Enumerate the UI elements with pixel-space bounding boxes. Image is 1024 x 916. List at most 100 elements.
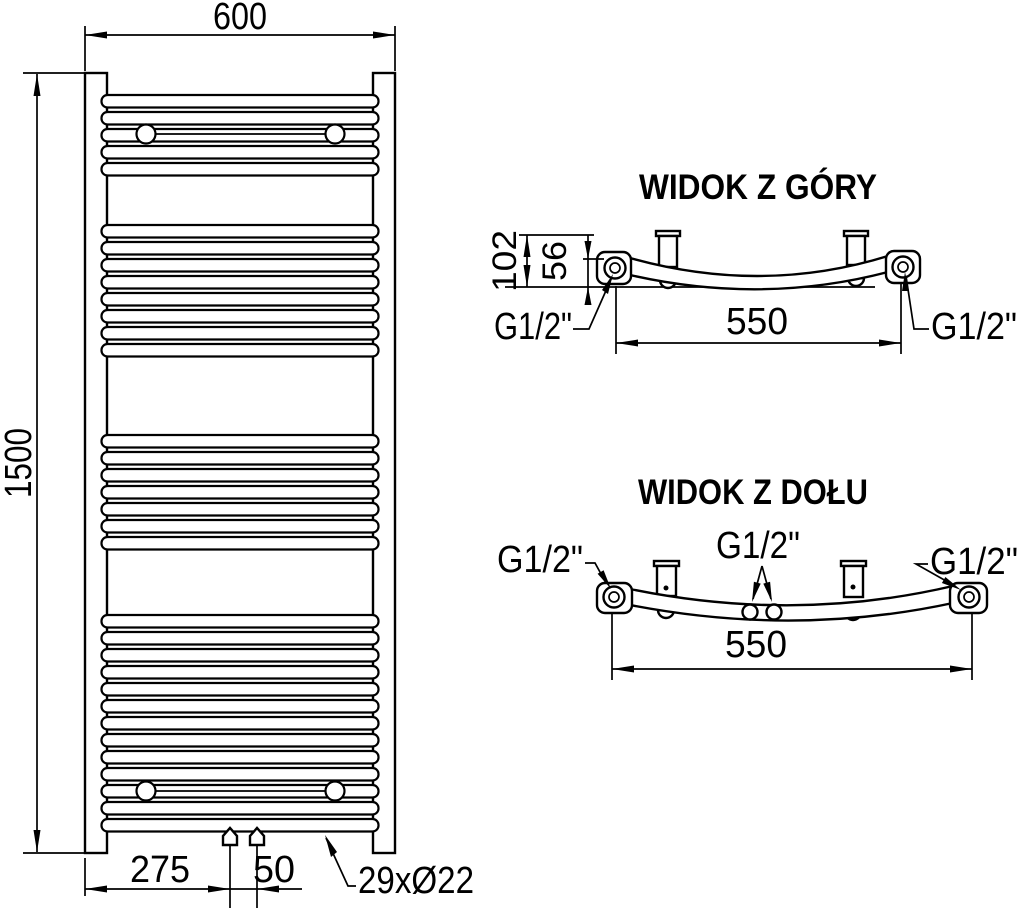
leader-line [573, 276, 613, 330]
dim-height-label: 1500 [0, 428, 40, 498]
mount-hole-top-right [324, 123, 346, 145]
arrowhead-left [612, 665, 634, 673]
dimension-valve-position: 275 50 [84, 849, 302, 896]
radiator-rung [100, 664, 380, 680]
radiator-rung [100, 223, 380, 239]
thread-label: G1/2" [930, 541, 1018, 583]
radiator-rung [100, 749, 380, 765]
rung-count-label: 29xØ22 [358, 860, 474, 902]
dim-body-label: 56 [536, 241, 574, 281]
radiator-rung [100, 274, 380, 290]
connection-boss-right [957, 585, 981, 609]
radiator-rung [100, 467, 380, 483]
arrowhead-to-front [584, 287, 592, 305]
mount-hole-bottom-right [324, 780, 346, 802]
radiator-rung [100, 257, 380, 273]
front-view: 600 1500 275 50 29xØ22 [0, 0, 474, 908]
leader-arrowhead [325, 835, 337, 857]
dimension-connection-spacing-bottom: 550 [611, 612, 973, 680]
arrowhead-right [373, 31, 395, 39]
arrowhead-up [33, 74, 41, 96]
center-connection-right [765, 603, 783, 621]
radiator-rung [100, 630, 380, 646]
thread-callout-bottom-right: G1/2" [912, 541, 1018, 590]
valve-stub-right [248, 826, 266, 847]
bowed-tube-bottom [628, 584, 955, 622]
front-mounting-points [135, 123, 346, 802]
arrowhead-left [85, 31, 107, 39]
leader-arrowhead [941, 577, 961, 590]
thread-label: G1/2" [931, 306, 1017, 348]
radiator-rung [100, 127, 380, 143]
radiator-rung [100, 161, 380, 177]
leader-arrowhead [597, 570, 611, 589]
radiator-rung [100, 800, 380, 816]
connection-boss-left [603, 256, 627, 280]
connection-boss-right [891, 255, 915, 279]
radiator-rung [100, 291, 380, 307]
arrowhead-right [950, 665, 972, 673]
thread-hole-left [608, 591, 620, 603]
dimension-body-depth: 56 [536, 235, 604, 305]
radiator-rung [100, 93, 380, 109]
dimension-width: 600 [84, 0, 396, 71]
leader-arrowhead [902, 272, 909, 291]
radiator-rung [100, 110, 380, 126]
mount-hole-bottom-left [135, 780, 157, 802]
arrowhead-down [33, 830, 41, 852]
top-view: WIDOK Z GÓRY 102 [486, 167, 1017, 354]
leader-arrowhead [602, 274, 613, 294]
valve-stub-left [221, 826, 239, 847]
radiator-rung [100, 681, 380, 697]
arrowhead-to-axis [584, 241, 592, 259]
bracket-body-right [842, 564, 865, 599]
dim-depth-label: 102 [486, 230, 524, 292]
dim-valve-spacing-label: 50 [253, 849, 295, 891]
thread-hole-right [897, 261, 909, 273]
thread-hole-right [963, 591, 975, 603]
thread-label: G1/2" [716, 525, 800, 567]
bracket-screw-right [850, 584, 856, 590]
arrowhead-50 [257, 885, 279, 893]
center-connection-left [741, 603, 759, 621]
radiator-rung [100, 817, 380, 833]
rung-count-callout: 29xØ22 [325, 835, 474, 902]
thread-callout-bottom-center: G1/2" [716, 525, 800, 602]
dim-width-label: 600 [213, 0, 267, 38]
thread-label: G1/2" [497, 539, 583, 581]
bottom-view: WIDOK Z DOŁU G1/2" [497, 473, 1018, 680]
dimension-depth: 102 [486, 230, 531, 292]
radiator-rung [100, 647, 380, 663]
connection-boss-left [602, 585, 626, 609]
top-view-brackets [654, 229, 870, 290]
radiator-rung [100, 698, 380, 714]
thread-callout-top-left: G1/2" [494, 274, 613, 348]
top-view-title: WIDOK Z GÓRY [639, 167, 877, 207]
radiator-rung [100, 308, 380, 324]
dim-spacing-label: 550 [725, 624, 787, 666]
radiator-rung [100, 715, 380, 731]
bracket-body-left [655, 564, 678, 598]
thread-callout-bottom-left: G1/2" [497, 539, 611, 589]
thread-label: G1/2" [494, 306, 572, 348]
thread-callout-top-right: G1/2" [902, 272, 1017, 348]
thread-hole-left [609, 262, 621, 274]
arrowhead-down [523, 265, 531, 287]
dimension-connection-spacing-top: 550 [615, 284, 902, 354]
arrowhead-up [523, 235, 531, 257]
radiator-rung [100, 433, 380, 449]
radiator-rung [100, 144, 380, 160]
arrowhead-right [208, 885, 230, 893]
mount-hole-top-left [135, 123, 157, 145]
bottom-valve-connections [221, 826, 266, 908]
radiator-rung [100, 535, 380, 551]
arrowhead-left [85, 885, 107, 893]
radiator-rung [100, 613, 380, 629]
leader-line [912, 563, 956, 587]
radiator-rungs [100, 93, 380, 833]
radiator-rung [100, 518, 380, 534]
arrowhead-right [879, 339, 901, 347]
radiator-rung [100, 501, 380, 517]
dimension-height: 1500 [0, 72, 107, 854]
